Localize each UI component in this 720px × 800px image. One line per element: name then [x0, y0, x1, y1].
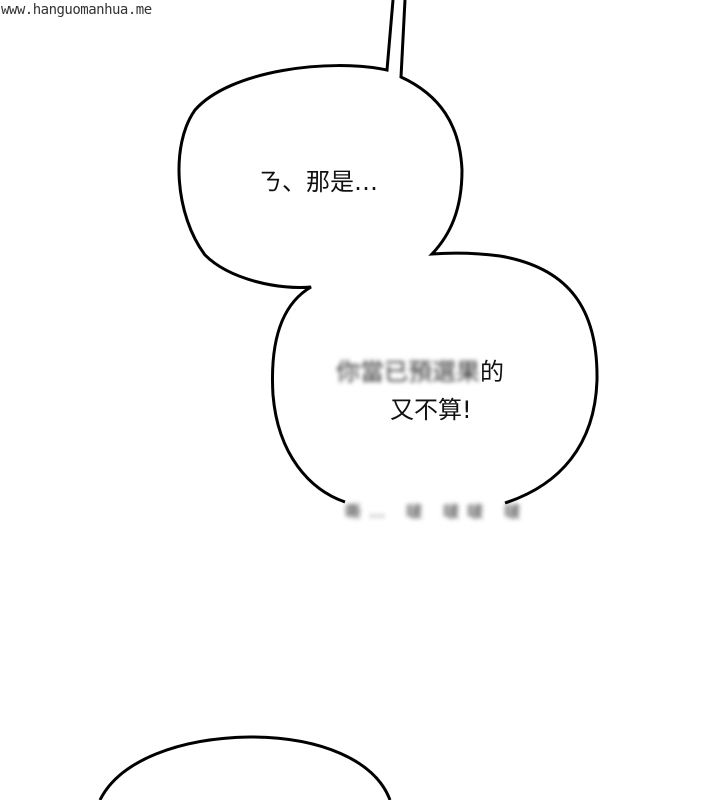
watermark: www.hanguomanhua.me — [1, 2, 152, 18]
lower-speech-bubble — [98, 735, 392, 800]
bubble-2-line-1-end: 的 — [480, 358, 504, 386]
bubble-2-line-2: 又不算! — [390, 396, 472, 424]
blurred-text: 你當已預選果 — [336, 358, 480, 386]
bubble-2-line-1: 你當已預選果的 — [336, 352, 504, 387]
bubble-1-text: ㄋ、那是… — [258, 168, 378, 196]
upper-speech-bubble — [177, 0, 599, 505]
blurred-sound-effect: 嘶… 啵 啵啵 啵 — [345, 502, 529, 521]
